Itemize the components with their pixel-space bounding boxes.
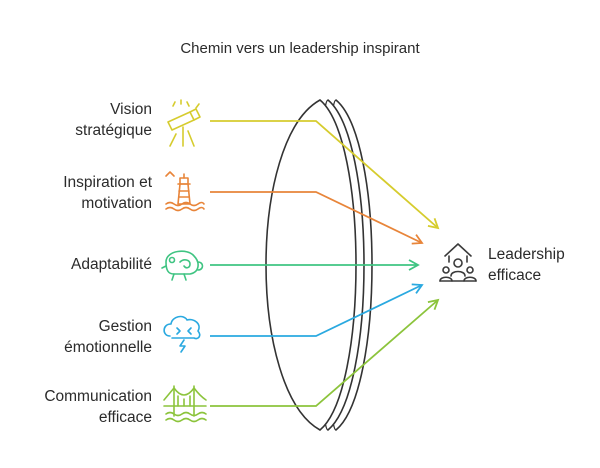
label-line: efficace <box>98 409 152 426</box>
arrows <box>210 120 440 407</box>
label-line: Communication <box>44 388 152 405</box>
arrow-vision <box>210 120 440 230</box>
storm-cloud-icon <box>163 315 201 353</box>
label-inspiration-motivation: Inspiration et motivation <box>63 172 152 214</box>
label-vision-strategique: Vision stratégique <box>75 99 152 141</box>
chameleon-icon <box>161 250 204 281</box>
label-line: stratégique <box>75 122 152 139</box>
label-line: Gestion <box>98 318 152 335</box>
bridge-icon <box>163 385 207 423</box>
label-line: Vision <box>110 101 152 118</box>
label-adaptabilite: Adaptabilité <box>71 254 152 275</box>
label-line: émotionnelle <box>64 339 152 356</box>
label-gestion-emotionnelle: Gestion émotionnelle <box>64 316 152 358</box>
lighthouse-icon <box>165 171 205 212</box>
label-communication-efficace: Communication efficace <box>44 386 152 428</box>
leadership-team-icon <box>439 243 477 282</box>
label-line: Adaptabilité <box>70 256 152 273</box>
label-line: Inspiration et <box>63 174 152 191</box>
arrow-inspiration <box>210 191 424 245</box>
label-leadership-efficace: Leadership efficace <box>488 244 565 286</box>
label-line: motivation <box>81 195 152 212</box>
diagram-title: Chemin vers un leadership inspirant <box>180 40 420 57</box>
arrow-gestion <box>210 283 424 337</box>
arrow-communication <box>210 298 440 407</box>
label-line: Leadership <box>488 246 565 263</box>
label-line: efficace <box>488 267 542 284</box>
telescope-icon <box>167 99 201 147</box>
